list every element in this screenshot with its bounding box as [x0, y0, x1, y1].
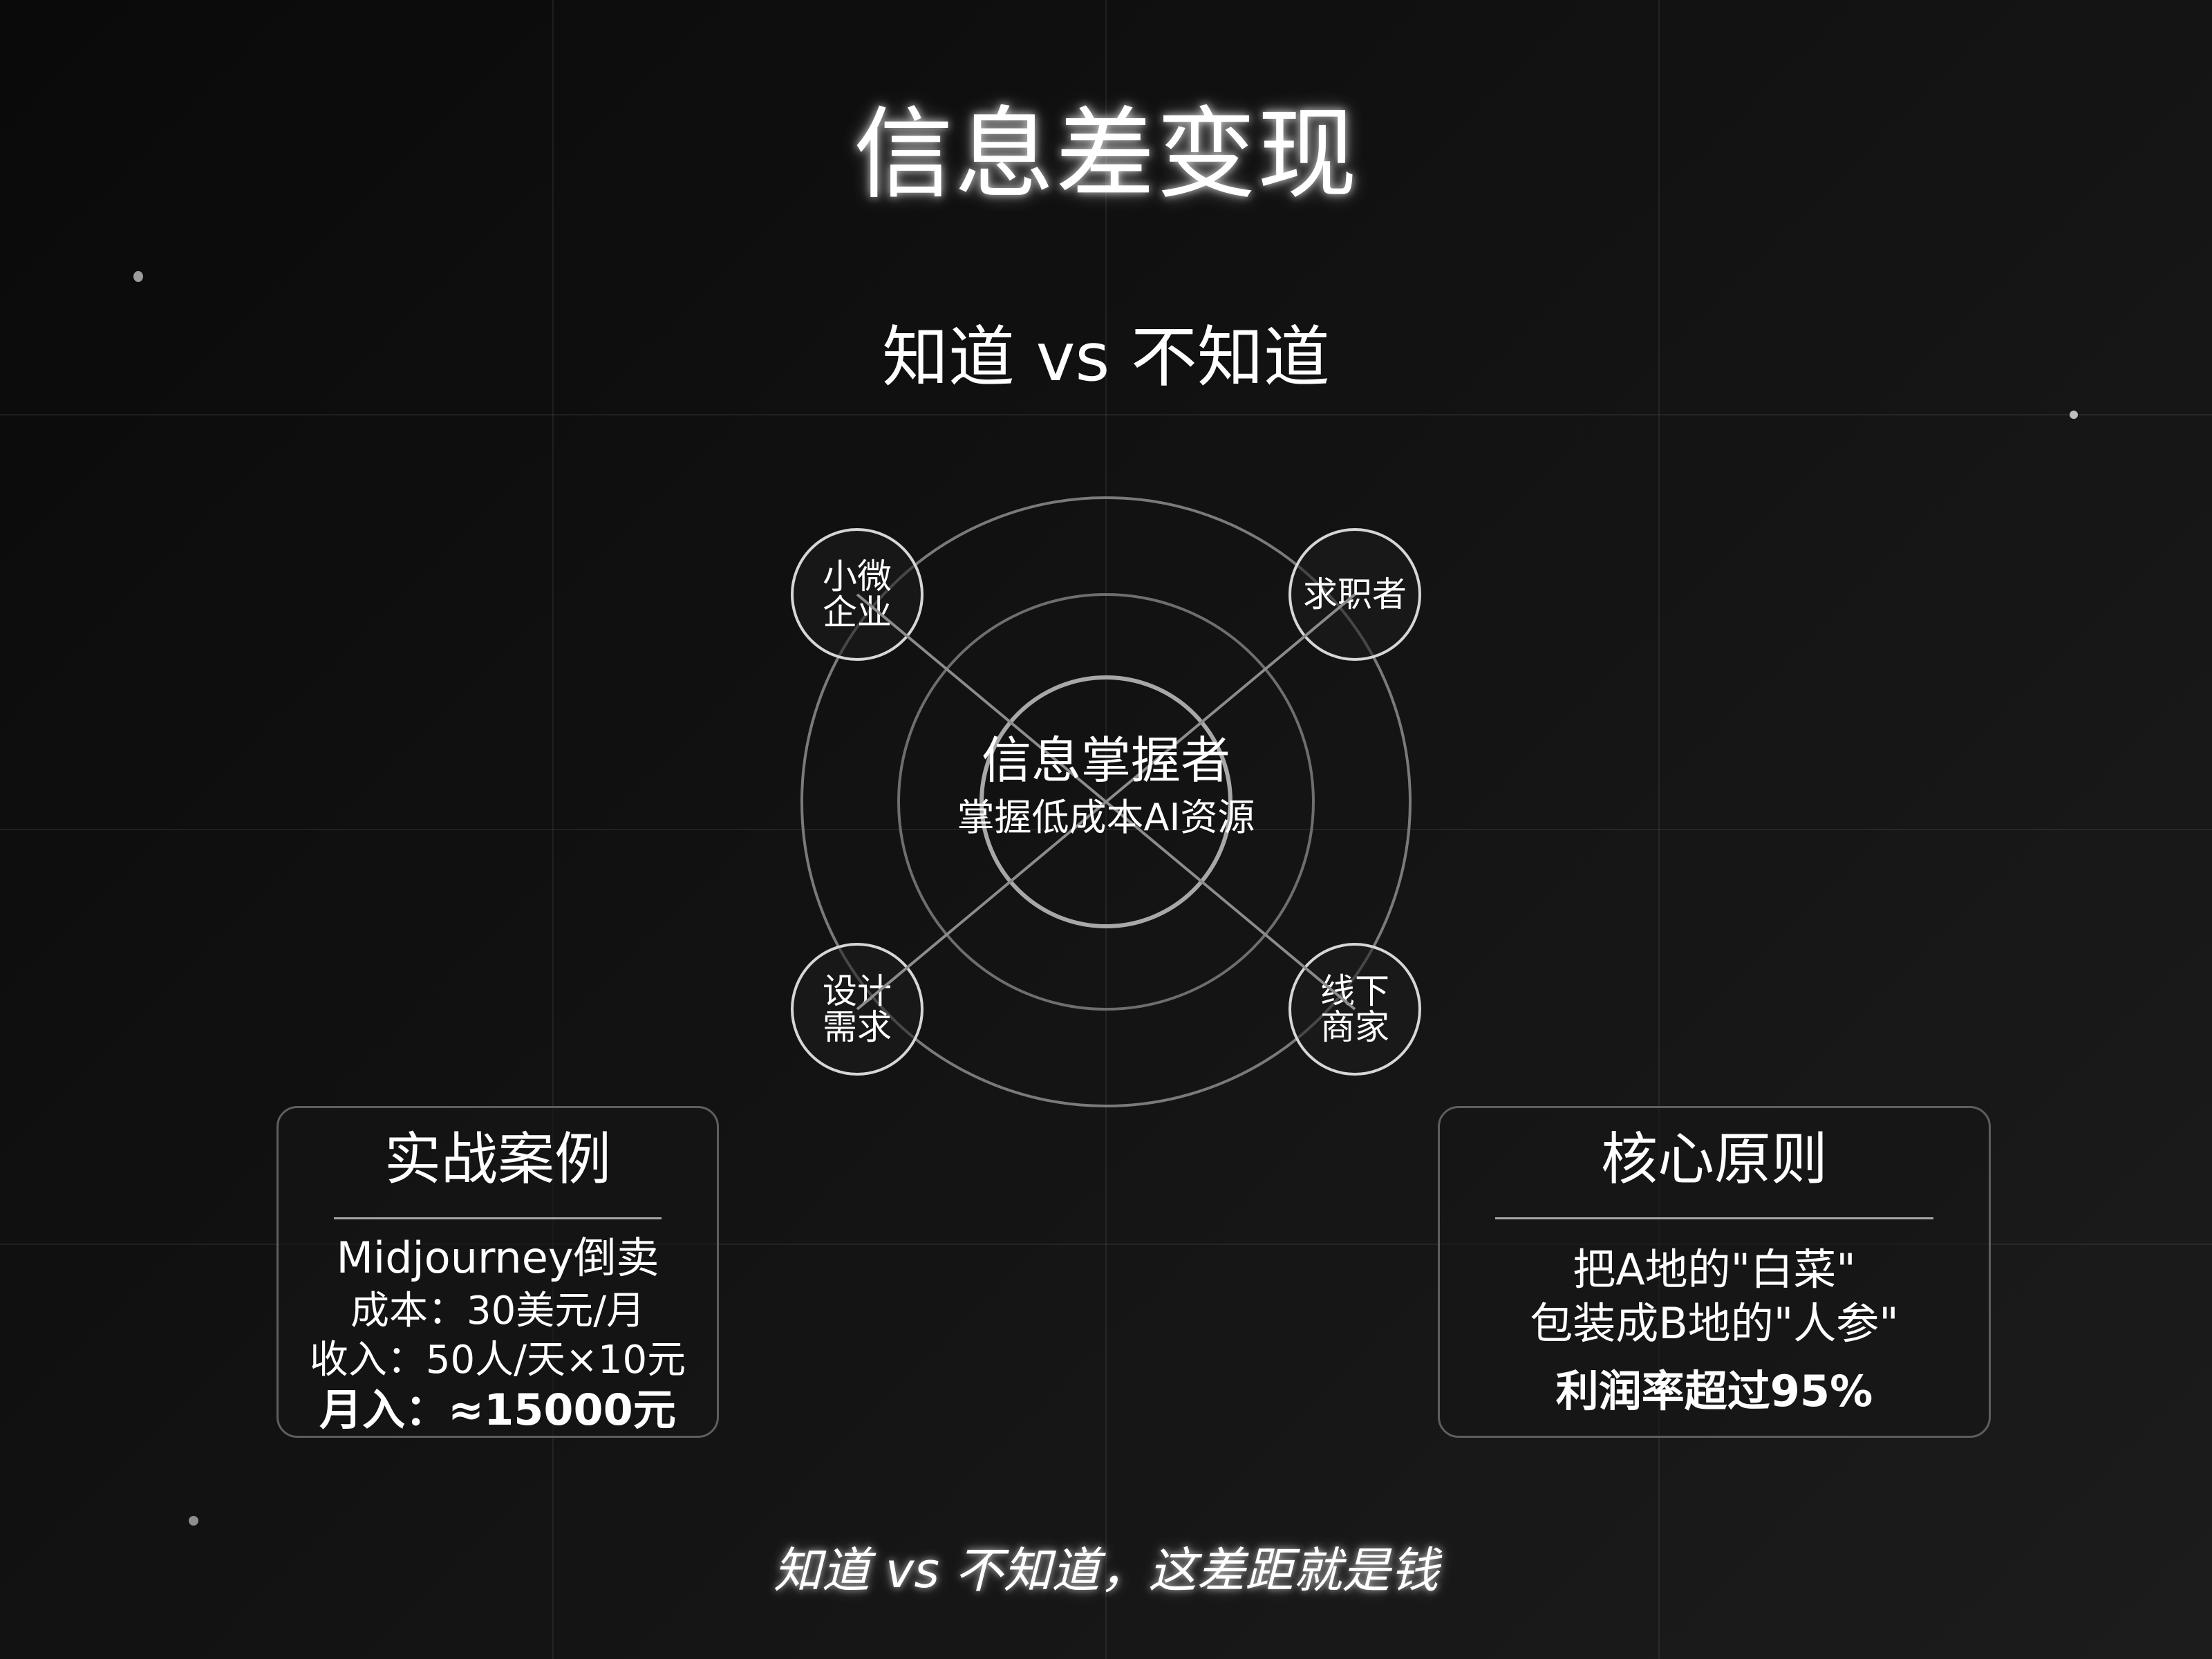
principle-highlight: 利润率超过95%	[1555, 1366, 1873, 1416]
card-title: 核心原则	[1600, 1127, 1828, 1192]
card-divider	[1495, 1217, 1933, 1219]
node-label-line2: 商家	[1320, 1007, 1389, 1047]
node-label-line1: 求职者	[1303, 574, 1407, 615]
page-subtitle: 知道 vs 不知道	[882, 319, 1330, 396]
decorative-dot	[189, 1516, 198, 1526]
core-principle-card: 核心原则 把A地的"白菜" 包装成B地的"人参" 利润率超过95%	[1438, 1106, 1991, 1438]
grid-line	[0, 829, 2212, 830]
case-product: Midjourney倒卖	[336, 1232, 659, 1283]
principle-line: 把A地的"白菜"	[1573, 1244, 1856, 1295]
card-body: Midjourney倒卖 成本：30美元/月 收入：50人/天×10元 月入：≈…	[279, 1229, 717, 1435]
page-title: 信息差变现	[853, 96, 1358, 212]
case-study-card: 实战案例 Midjourney倒卖 成本：30美元/月 收入：50人/天×10元…	[276, 1106, 719, 1438]
grid-line	[0, 414, 2212, 415]
node-offline-merchants[interactable]: 线下 商家	[1288, 943, 1421, 1076]
case-cost: 成本：30美元/月	[350, 1288, 646, 1333]
card-title: 实战案例	[384, 1127, 611, 1192]
node-label-line1: 设计	[823, 971, 892, 1011]
case-revenue: 收入：50人/天×10元	[309, 1338, 686, 1382]
grid-line	[0, 1244, 2212, 1245]
decorative-dot	[2070, 411, 2078, 419]
principle-line: 包装成B地的"人参"	[1530, 1298, 1899, 1349]
node-label-line2: 企业	[823, 592, 892, 632]
card-divider	[334, 1217, 662, 1219]
node-label-line1: 小微	[823, 556, 892, 597]
grid-line	[1658, 0, 1660, 1659]
node-label-line1: 线下	[1320, 971, 1389, 1011]
node-label-line2: 需求	[823, 1007, 892, 1047]
footer-tagline: 知道 vs 不知道，这差距就是钱	[773, 1542, 1439, 1599]
node-job-seekers[interactable]: 求职者	[1288, 528, 1421, 661]
node-design-demand[interactable]: 设计 需求	[791, 943, 924, 1076]
decorative-dot	[133, 271, 143, 282]
node-small-business[interactable]: 小微 企业	[791, 528, 924, 661]
card-body: 把A地的"白菜" 包装成B地的"人参" 利润率超过95%	[1440, 1243, 1989, 1418]
case-monthly-income: 月入：≈15000元	[319, 1385, 676, 1435]
grid-line	[552, 0, 554, 1659]
